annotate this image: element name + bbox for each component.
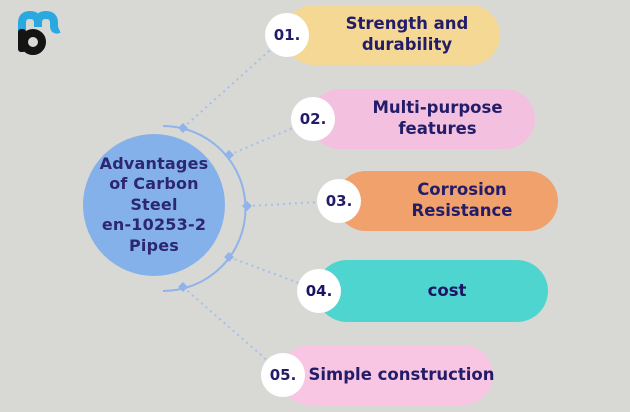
hub-circle: Advantages of Carbon Steel en-10253-2 Pi…	[83, 134, 225, 276]
item-number-badge-4: 04.	[297, 269, 341, 313]
connector-node-5	[178, 282, 188, 292]
connector-node-3	[242, 201, 252, 211]
item-label-5: Simple construction	[308, 364, 495, 384]
hub-title: Advantages of Carbon Steel en-10253-2 Pi…	[99, 153, 209, 255]
advantage-item-3: 03. Corrosion Resistance	[317, 171, 558, 231]
item-label-2: Multi-purpose features	[372, 98, 503, 138]
item-number-2: 02.	[299, 110, 327, 128]
item-label-1: Strength and durability	[345, 14, 469, 54]
item-number-3: 03.	[325, 192, 353, 210]
advantage-item-2: 02. Multi-purpose features	[291, 89, 535, 149]
item-number-5: 05.	[269, 366, 297, 384]
connector-arc	[162, 125, 247, 292]
connector-node-4	[224, 252, 234, 262]
item-number-badge-1: 01.	[265, 13, 309, 57]
item-number-badge-3: 03.	[317, 179, 361, 223]
connector-line-4	[228, 256, 321, 292]
item-number-1: 01.	[273, 26, 301, 44]
item-number-4: 04.	[305, 282, 333, 300]
connector-node-1	[178, 123, 188, 133]
item-label-4: cost	[427, 280, 467, 300]
brand-logo	[18, 10, 61, 55]
logo-m-glyph	[18, 10, 61, 40]
connector-line-5	[182, 286, 285, 376]
connector-node-2	[224, 150, 234, 160]
item-number-badge-2: 02.	[291, 97, 335, 141]
item-label-3: Corrosion Resistance	[411, 180, 513, 220]
advantage-item-1: 01. Strength and durability	[265, 5, 500, 65]
item-number-badge-5: 05.	[261, 353, 305, 397]
logo-p-bowl	[20, 29, 46, 55]
advantage-item-5: 05. Simple construction	[261, 345, 495, 405]
advantage-item-4: 04. cost	[297, 260, 548, 322]
